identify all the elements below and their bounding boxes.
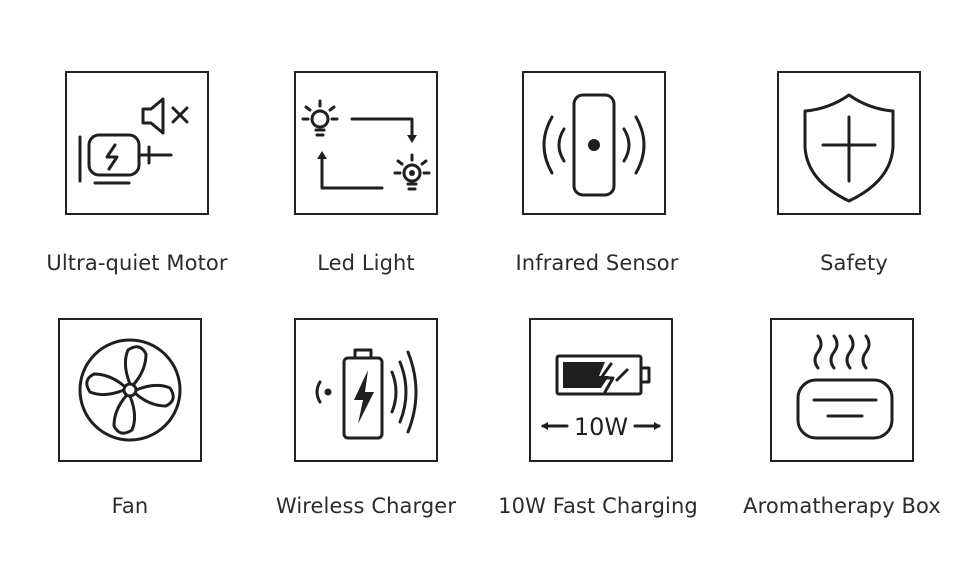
feature-tile-aromatherapy-box bbox=[770, 318, 914, 462]
wireless-charger-icon bbox=[315, 348, 418, 440]
feature-label: Aromatherapy Box bbox=[743, 494, 941, 518]
feature-label: Fan bbox=[111, 494, 149, 518]
wattage-badge: 10W bbox=[574, 413, 628, 441]
fan-icon bbox=[78, 338, 182, 442]
shield-icon bbox=[803, 93, 895, 203]
feature-label: 10W Fast Charging bbox=[498, 494, 698, 518]
feature-tile-fast-charging: 10W bbox=[529, 318, 673, 462]
aromatherapy-box-icon bbox=[796, 334, 894, 440]
feature-tile-fan bbox=[58, 318, 202, 462]
feature-tile-led-light bbox=[294, 71, 438, 215]
feature-label: Wireless Charger bbox=[275, 494, 457, 518]
feature-tile-safety bbox=[777, 71, 921, 215]
light-bulb-icon bbox=[301, 99, 431, 191]
feature-tile-ultra-quiet-motor bbox=[65, 71, 209, 215]
feature-tile-wireless-charger bbox=[294, 318, 438, 462]
infrared-sensor-icon bbox=[542, 93, 646, 197]
feature-label: Led Light bbox=[317, 251, 415, 275]
feature-label: Ultra-quiet Motor bbox=[46, 251, 228, 275]
feature-label: Infrared Sensor bbox=[515, 251, 679, 275]
motor-icon bbox=[78, 97, 189, 185]
feature-tile-infrared-sensor bbox=[522, 71, 666, 215]
fast-charging-battery-icon: 10W bbox=[541, 354, 661, 441]
feature-label: Safety bbox=[820, 251, 888, 275]
